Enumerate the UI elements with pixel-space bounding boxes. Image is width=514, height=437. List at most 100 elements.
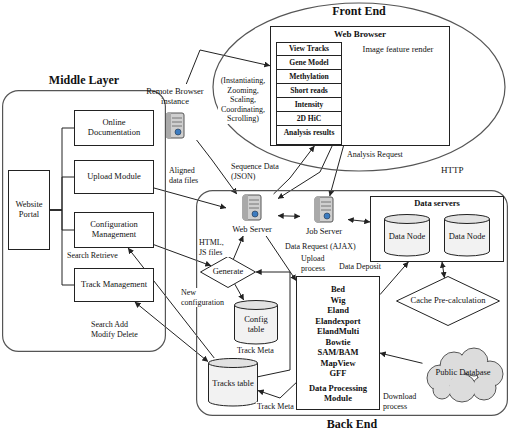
text-group: Middle Layer — [2, 74, 166, 88]
edge-label: Data Request (AJAX) — [284, 242, 364, 252]
connector — [278, 215, 300, 217]
text-group: Web Browser — [270, 29, 450, 39]
text-group: Cache Pre-calculation — [396, 296, 500, 306]
text-group: Job Server — [300, 227, 348, 237]
node-text: Website Portal — [11, 200, 47, 220]
hic-triangle — [355, 88, 441, 138]
connector — [235, 284, 244, 300]
text-group: Upload Module — [74, 172, 154, 182]
node-text: Methylation — [276, 70, 342, 84]
browser-box: Web BrowserView TracksGene ModelMethylat… — [270, 26, 450, 146]
text-group: Data servers — [370, 199, 504, 209]
image-panel-outline — [350, 42, 446, 142]
node-text: Wig — [299, 294, 377, 305]
edge-label: Track Meta — [236, 346, 286, 356]
module-box: Upload Module — [74, 160, 154, 194]
region-box: Back EndWeb ServerJob ServerData servers… — [196, 190, 508, 416]
node-text: Data Node — [387, 232, 427, 242]
text-group: Data Node — [384, 232, 430, 242]
node-text: Short reads — [276, 84, 342, 98]
database-cylinder: Data Node — [444, 214, 490, 256]
connector — [348, 220, 370, 222]
node-text: Data Processing Module — [299, 382, 377, 402]
image-panel: Image feature render — [350, 42, 446, 142]
node-text: Analysis results — [276, 126, 342, 139]
node-text: Eland — [299, 305, 377, 316]
module-box: Configuration Management — [74, 212, 154, 248]
text-group: Web Server — [226, 225, 278, 235]
text-group: Back End — [196, 418, 508, 432]
node-text: Image feature render — [353, 45, 443, 55]
connector — [430, 235, 444, 236]
edge-label: Aligned data files — [168, 166, 210, 185]
node-text: Job Server — [303, 227, 345, 237]
region-box-outline — [2, 90, 166, 352]
node-text: Configuration Management — [77, 220, 151, 240]
text-group: Front End — [212, 5, 506, 19]
connector — [50, 177, 74, 210]
node-text: Back End — [199, 418, 505, 432]
database-cylinder: Config table — [234, 300, 278, 344]
heatmap-render — [352, 58, 444, 140]
text-group: Image feature render — [350, 45, 446, 55]
connector — [342, 92, 350, 93]
node-text: ElandMulti — [299, 326, 377, 337]
edge-label: Sequence Data (JSON) — [230, 162, 280, 181]
node-text: Front End — [215, 5, 503, 19]
decision-diamond: Cache Pre-calculation — [396, 276, 500, 326]
region-box: Middle LayerWebsite PortalOnline Documen… — [2, 90, 166, 352]
node-text: Tracks table — [211, 379, 255, 389]
module-box: Online Documentation — [74, 110, 154, 146]
text-group: Online Documentation — [74, 118, 154, 138]
connector — [330, 146, 344, 196]
text-group: Generate — [200, 267, 256, 277]
connector — [380, 353, 422, 363]
note-label: HTTP — [440, 166, 470, 176]
edge-label: Search Add Modify Delete — [90, 320, 146, 339]
node-text: Upload Module — [77, 172, 151, 182]
node-text: Web Server — [229, 225, 275, 235]
text-group: View TracksGene ModelMethylationShort re… — [276, 42, 342, 139]
server-icon: Job Server — [300, 196, 348, 238]
gene-track — [356, 61, 440, 65]
node-text: Online Documentation — [77, 118, 151, 138]
edge-label: Search Retrieve — [66, 251, 126, 261]
node-text: View Tracks — [276, 42, 342, 56]
module-box: Track Management — [74, 268, 154, 302]
text-group: Website Portal — [8, 200, 50, 220]
decision-diamond: Generate — [200, 256, 256, 288]
connector — [154, 188, 226, 208]
node-text: 2D HiC — [276, 112, 342, 126]
text-group: Remote Browser instance — [140, 87, 210, 107]
cloud-shape: Public Database — [420, 344, 506, 402]
node-text: Remote Browser instance — [143, 87, 207, 107]
text-group: Configuration Management — [74, 220, 154, 240]
portal-box: Website Portal — [8, 170, 50, 250]
edge-label: Upload process — [300, 254, 336, 273]
text-group: Config table — [234, 315, 278, 335]
text-group: Tracks table — [208, 379, 258, 389]
node-text: Generate — [203, 267, 253, 277]
track-list: View TracksGene ModelMethylationShort re… — [276, 42, 342, 145]
node-text: Data servers — [373, 199, 501, 209]
signal-track — [356, 66, 440, 75]
database-cylinder: Data Node — [384, 214, 430, 256]
node-text: SAM/BAM — [299, 347, 377, 358]
node-text: Public Database — [423, 368, 503, 378]
connector — [442, 262, 444, 278]
node-text: Cache Pre-calculation — [399, 296, 497, 306]
node-text: Track Management — [77, 280, 151, 290]
node-text: Web Browser — [273, 29, 447, 39]
process-box: BedWigElandElandexportElandMultiBowtieSA… — [296, 276, 380, 410]
node-text: GFF — [299, 368, 377, 379]
server-icon: Web Server — [226, 194, 278, 236]
server-icon: Remote Browser instance — [140, 84, 210, 140]
edge-label: Analysis Request — [346, 150, 418, 160]
connector — [278, 146, 332, 199]
edge-label: Data Deposit — [338, 262, 390, 272]
node-text: Data Node — [447, 232, 487, 242]
server-group: Data serversData Node Data Node — [370, 196, 504, 262]
edge-label: (Instantiating, Zooming, Scaling, Coordi… — [218, 76, 268, 124]
connector — [233, 236, 243, 259]
database-cylinder: Tracks table — [208, 358, 258, 406]
